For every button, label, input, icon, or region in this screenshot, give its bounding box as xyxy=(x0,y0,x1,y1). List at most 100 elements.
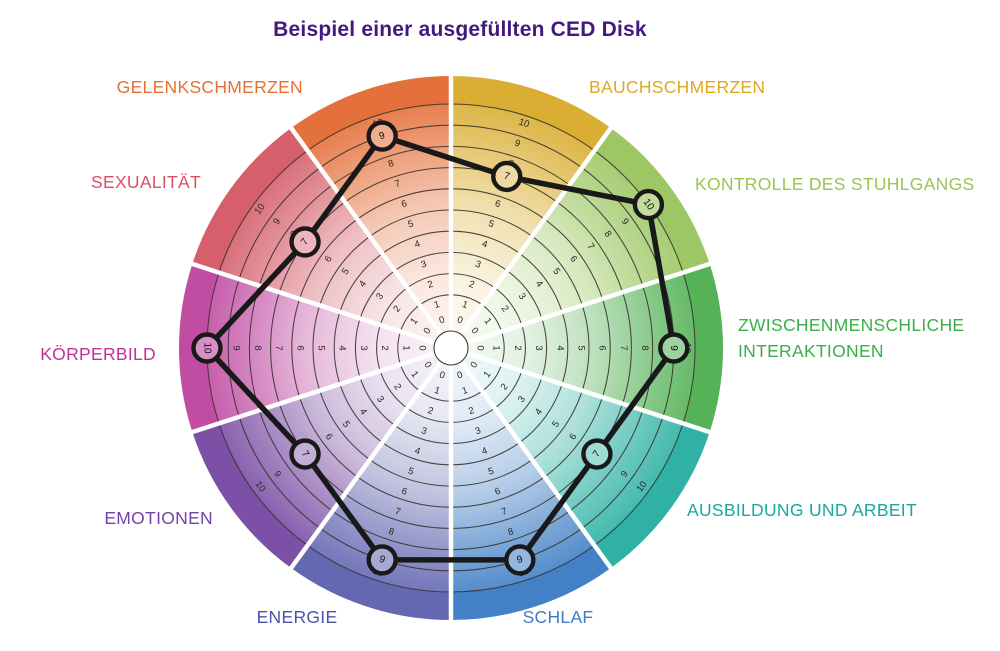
ring-label: 4 xyxy=(554,345,565,350)
ring-label: 4 xyxy=(413,445,421,457)
ring-label: 4 xyxy=(533,279,545,290)
score-marker-emotionen xyxy=(289,438,321,470)
sector-gap xyxy=(190,351,435,435)
sector-emotionen xyxy=(218,348,451,546)
ring-label: 7 xyxy=(500,506,508,518)
sector-band-zwischenmenschliche-interaktionen xyxy=(683,263,723,433)
ring-label: 4 xyxy=(357,279,369,290)
ring-label: 3 xyxy=(420,259,428,271)
sector-koerperbild xyxy=(207,272,451,424)
ring-label: 0 xyxy=(438,314,446,326)
ring-label: 8 xyxy=(639,345,650,350)
ring-label: 1 xyxy=(400,345,411,350)
score-marker-bauchschmerzen xyxy=(491,160,523,193)
ring-label: 5 xyxy=(340,266,352,277)
ring-label: 2 xyxy=(467,405,475,417)
ring-label: 0 xyxy=(468,360,480,371)
ring-label: 3 xyxy=(374,291,386,302)
ring-label: 7 xyxy=(618,345,629,350)
ring-label: 10 xyxy=(634,479,649,494)
ring-label: 3 xyxy=(516,291,528,302)
ring-label: 4 xyxy=(413,238,421,250)
sector-gap xyxy=(288,125,443,335)
ring-label: 2 xyxy=(391,382,403,393)
ring-label: 8 xyxy=(507,526,515,538)
ring-label: 6 xyxy=(294,345,305,350)
ring-label: 6 xyxy=(597,345,608,350)
ring-label: 2 xyxy=(391,304,403,315)
score-marker-zwischenmenschliche-interaktionen xyxy=(658,332,690,364)
ring-label: 3 xyxy=(358,345,369,350)
ring-label: 8 xyxy=(387,526,395,538)
sector-label-emotionen: EMOTIONEN xyxy=(104,508,213,528)
ring-label: 6 xyxy=(400,486,408,498)
ring-label: 0 xyxy=(422,360,434,371)
sector-label-bauchschmerzen: BAUCHSCHMERZEN xyxy=(589,77,765,97)
ring-label: 1 xyxy=(482,316,494,327)
ring-label: 7 xyxy=(394,178,402,190)
ring-label: 0 xyxy=(416,345,427,350)
sector-label-energie: ENERGIE xyxy=(257,607,338,627)
sector-sexualitaet xyxy=(218,150,451,348)
ring-label: 0 xyxy=(438,370,446,382)
ring-label: 5 xyxy=(550,419,562,430)
ring-label: 1 xyxy=(408,316,420,327)
score-value-schlaf: 9 xyxy=(516,554,525,566)
sector-gelenkschmerzen xyxy=(307,104,451,348)
ring-label: 2 xyxy=(512,345,523,350)
ring-label: 3 xyxy=(474,425,482,437)
ring-label: 4 xyxy=(480,238,488,250)
score-value-gelenkschmerzen: 9 xyxy=(378,130,387,142)
score-marker-ausbildung-und-arbeit xyxy=(581,438,613,470)
ring-label: 8 xyxy=(602,229,614,240)
sector-band-schlaf xyxy=(451,545,611,620)
ring-label: 2 xyxy=(499,382,511,393)
sector-label-koerperbild: KÖRPERBILD xyxy=(40,344,156,364)
ring-label: 8 xyxy=(387,158,395,170)
ring-label: 3 xyxy=(374,394,386,405)
sector-gap xyxy=(190,261,435,345)
sector-bauchschmerzen xyxy=(451,104,595,348)
ring-label: 8 xyxy=(252,345,263,350)
ring-label: 5 xyxy=(340,419,352,430)
ring-label: 10 xyxy=(517,117,530,131)
ring-label: 5 xyxy=(575,345,586,350)
ring-label: 9 xyxy=(619,469,631,480)
ring-label: 2 xyxy=(426,405,434,417)
ring-label: 7 xyxy=(584,241,596,252)
ring-label: 4 xyxy=(533,407,545,418)
ring-label: 9 xyxy=(513,138,521,150)
sector-band-energie xyxy=(291,545,451,620)
sector-gap xyxy=(467,261,712,345)
ring-label: 6 xyxy=(567,432,579,443)
score-value-ausbildung-und-arbeit: 7 xyxy=(591,448,603,459)
score-marker-schlaf xyxy=(504,544,536,576)
ring-label: 3 xyxy=(420,425,428,437)
score-marker-sexualitaet xyxy=(289,226,321,258)
sector-schlaf xyxy=(451,348,595,592)
ring-label: 2 xyxy=(379,345,390,350)
ring-label: 1 xyxy=(433,385,441,397)
ring-label: 2 xyxy=(426,279,434,291)
ring-label: 3 xyxy=(474,259,482,271)
ring-label: 6 xyxy=(494,486,502,498)
ring-label: 6 xyxy=(494,198,502,210)
ring-label: 6 xyxy=(323,254,335,265)
ring-label: 4 xyxy=(337,345,348,350)
sector-gap xyxy=(288,361,443,571)
sector-energie xyxy=(307,348,451,592)
sector-label-sexualitaet: SEXUALITÄT xyxy=(91,172,201,192)
sector-label-gelenkschmerzen: GELENKSCHMERZEN xyxy=(117,77,303,97)
ring-label: 9 xyxy=(231,345,242,350)
ring-label: 7 xyxy=(273,345,284,350)
sector-band-ausbildung-und-arbeit xyxy=(594,423,710,569)
score-value-bauchschmerzen: 7 xyxy=(502,170,511,182)
ring-label: 9 xyxy=(271,469,283,480)
ring-label: 5 xyxy=(407,218,415,230)
ring-label: 3 xyxy=(516,394,528,405)
ring-label: 2 xyxy=(467,279,475,291)
sector-label-ausbildung-und-arbeit: AUSBILDUNG UND ARBEIT xyxy=(687,500,917,520)
sector-band-gelenkschmerzen xyxy=(291,76,451,151)
